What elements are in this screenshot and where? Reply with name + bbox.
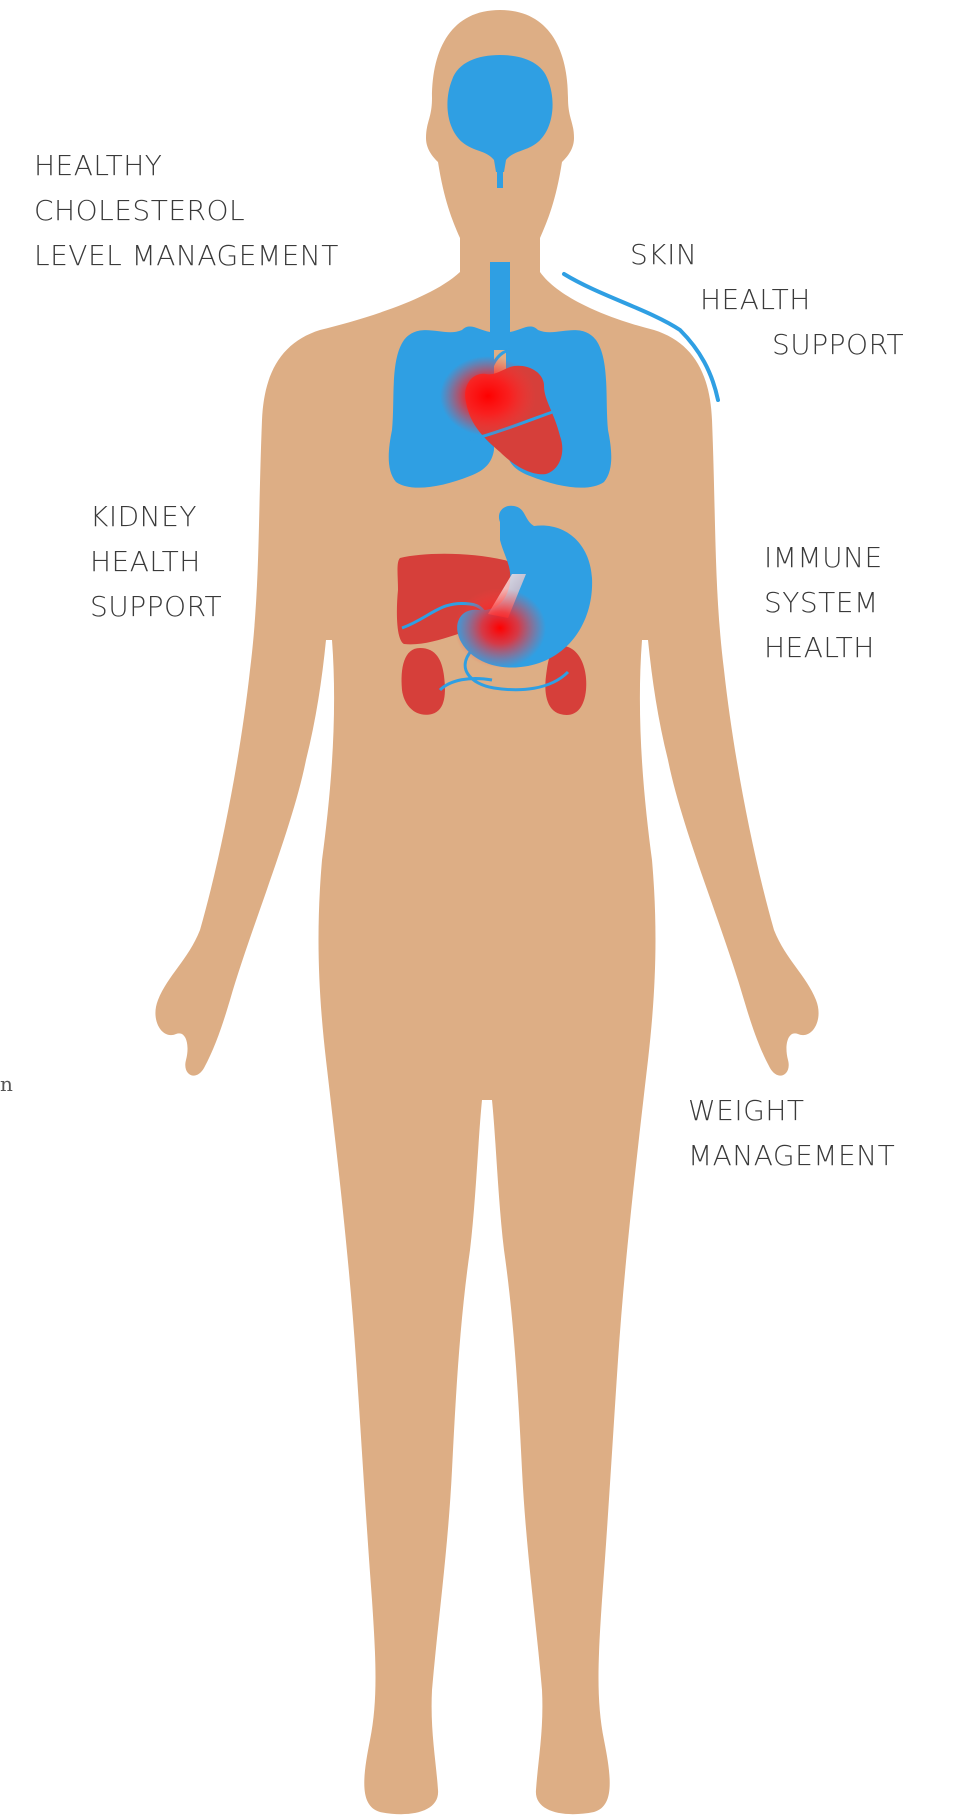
label-cholesterol-line1: HEALTHY — [34, 143, 339, 188]
label-immune-line1: IMMUNE — [764, 535, 883, 580]
gut-glow — [454, 588, 546, 668]
label-immune-line3: HEALTH — [764, 625, 883, 670]
label-kidney-line3: SUPPORT — [90, 584, 222, 629]
label-skin-line1: SKIN — [630, 232, 904, 277]
label-kidney-line2: HEALTH — [90, 539, 222, 584]
brain-stem — [497, 160, 503, 188]
label-skin-line2: HEALTH — [630, 277, 904, 322]
label-weight-management: WEIGHT MANAGEMENT — [688, 1088, 895, 1178]
label-cholesterol-line3: LEVEL MANAGEMENT — [34, 233, 339, 278]
label-weight-line1: WEIGHT — [688, 1088, 895, 1133]
label-kidney-line1: KIDNEY — [90, 494, 222, 539]
label-skin-line3: SUPPORT — [630, 322, 904, 367]
edge-fragment-n: n — [0, 1072, 13, 1096]
label-kidney-health-support: KIDNEY HEALTH SUPPORT — [90, 494, 222, 629]
trachea — [492, 262, 508, 337]
label-healthy-cholesterol: HEALTHY CHOLESTEROL LEVEL MANAGEMENT — [34, 143, 339, 278]
label-immune-line2: SYSTEM — [764, 580, 883, 625]
label-cholesterol-line2: CHOLESTEROL — [34, 188, 339, 233]
kidney-left — [402, 648, 445, 715]
label-weight-line2: MANAGEMENT — [688, 1133, 895, 1178]
label-immune-system-health: IMMUNE SYSTEM HEALTH — [764, 535, 883, 670]
heart-glow — [440, 356, 536, 436]
label-skin-health-support: SKIN HEALTH SUPPORT — [630, 232, 904, 367]
